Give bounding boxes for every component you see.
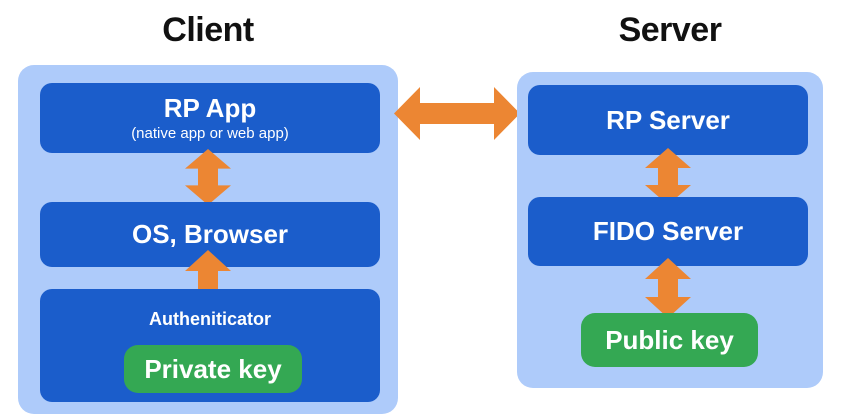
os-browser-label: OS, Browser [131, 219, 289, 250]
authenticator-label: Autheniticator [148, 309, 271, 329]
public-key-badge: Public key [581, 313, 758, 367]
client-title: Client [162, 10, 254, 49]
rp-app-box: RP App (native app or web app) [40, 83, 380, 153]
fido-server-box: FIDO Server [528, 197, 808, 266]
rp-app-sublabel: (native app or web app) [131, 124, 289, 142]
fido-server-public-key-arrow-icon [645, 258, 691, 318]
server-title: Server [618, 10, 722, 49]
rp-server-label: RP Server [606, 104, 730, 135]
rp-server-box: RP Server [528, 85, 808, 155]
client-server-arrow-icon [394, 87, 520, 140]
rp-app-os-browser-arrow-icon [185, 149, 231, 205]
rp-app-label: RP App [163, 93, 257, 124]
private-key-badge: Private key [124, 345, 302, 393]
rp-server-fido-server-arrow-icon [645, 148, 691, 205]
fido-server-label: FIDO Server [592, 216, 744, 247]
